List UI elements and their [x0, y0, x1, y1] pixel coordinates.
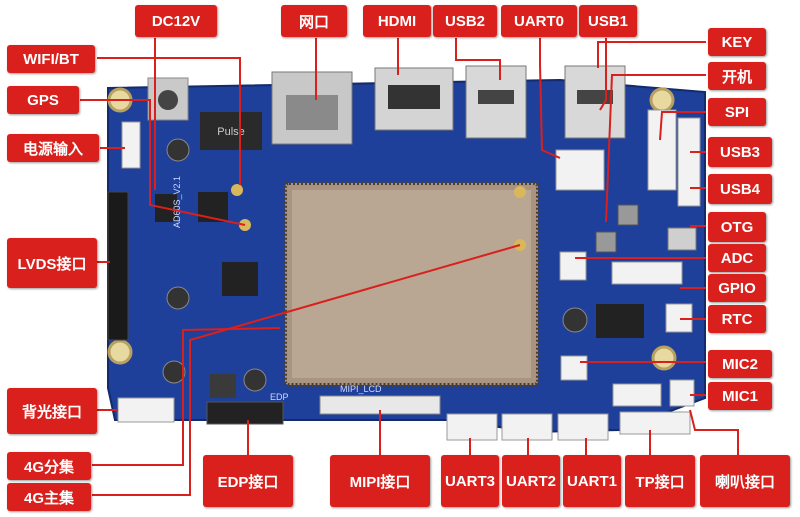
capacitor [166, 138, 190, 162]
adc-header [559, 251, 587, 281]
uart1-header [557, 413, 609, 441]
otg-port [667, 227, 697, 251]
capacitor [166, 286, 190, 310]
mount-hole [651, 345, 677, 371]
label-net: 网口 [281, 5, 347, 37]
label-tp: TP接口 [625, 455, 695, 507]
capacitor [162, 360, 186, 384]
label-mic1: MIC1 [708, 382, 772, 410]
label-uart3: UART3 [441, 455, 499, 507]
label-otg: OTG [708, 212, 766, 242]
label-4g-main: 4G主集 [7, 483, 91, 511]
key-button [617, 204, 639, 226]
inductor [210, 374, 236, 398]
label-backlight: 背光接口 [7, 388, 97, 434]
label-key: KEY [708, 28, 766, 56]
mipi-silk: MIPI_LCD [340, 384, 382, 394]
edp-silk: EDP [270, 392, 289, 402]
edp-header [206, 401, 284, 425]
ic-chip [222, 262, 258, 296]
label-speaker: 喇叭接口 [700, 455, 790, 507]
backlight-header [117, 397, 175, 423]
label-lvds: LVDS接口 [7, 238, 97, 288]
label-power-on: 开机 [708, 62, 766, 90]
uart0-header [555, 149, 605, 191]
tp-header [619, 411, 691, 435]
label-usb2: USB2 [433, 5, 497, 37]
pulse-transformer [200, 112, 262, 150]
mic2-header [560, 355, 588, 381]
label-spi: SPI [708, 98, 766, 126]
uart2-header [501, 413, 553, 441]
mic1-header [669, 379, 695, 407]
model-silk: AD60S_V2.1 [172, 176, 182, 228]
label-adc: ADC [708, 244, 766, 272]
label-rtc: RTC [708, 305, 766, 333]
label-edp: EDP接口 [203, 455, 293, 507]
capacitor [562, 307, 588, 333]
label-uart2: UART2 [502, 455, 560, 507]
leader-lines [80, 38, 739, 496]
label-gps: GPS [7, 86, 79, 114]
pulse-silk: Pulse [217, 126, 245, 138]
usb3-header [677, 117, 701, 207]
gpio-header [611, 261, 683, 285]
power-button [595, 231, 617, 253]
label-power-in: 电源输入 [7, 134, 99, 162]
antenna-connector [514, 186, 526, 198]
mount-hole [649, 87, 675, 113]
label-mic2: MIC2 [708, 350, 772, 378]
speaker-header [612, 383, 662, 407]
mount-hole [107, 339, 133, 365]
label-dc12v: DC12V [135, 5, 217, 37]
antenna-connector [231, 184, 243, 196]
lvds-header [107, 191, 129, 341]
label-hdmi: HDMI [363, 5, 431, 37]
label-usb3: USB3 [708, 137, 772, 167]
capacitor [243, 368, 267, 392]
label-uart1: UART1 [563, 455, 621, 507]
label-usb4: USB4 [708, 174, 772, 204]
power-header [121, 121, 141, 169]
ic-chip [596, 304, 644, 338]
label-uart0: UART0 [501, 5, 577, 37]
label-mipi: MIPI接口 [330, 455, 430, 507]
label-gpio: GPIO [708, 274, 766, 302]
uart3-header [446, 413, 498, 441]
label-wifi-bt: WIFI/BT [7, 45, 95, 73]
label-usb1: USB1 [579, 5, 637, 37]
label-4g-div: 4G分集 [7, 452, 91, 480]
